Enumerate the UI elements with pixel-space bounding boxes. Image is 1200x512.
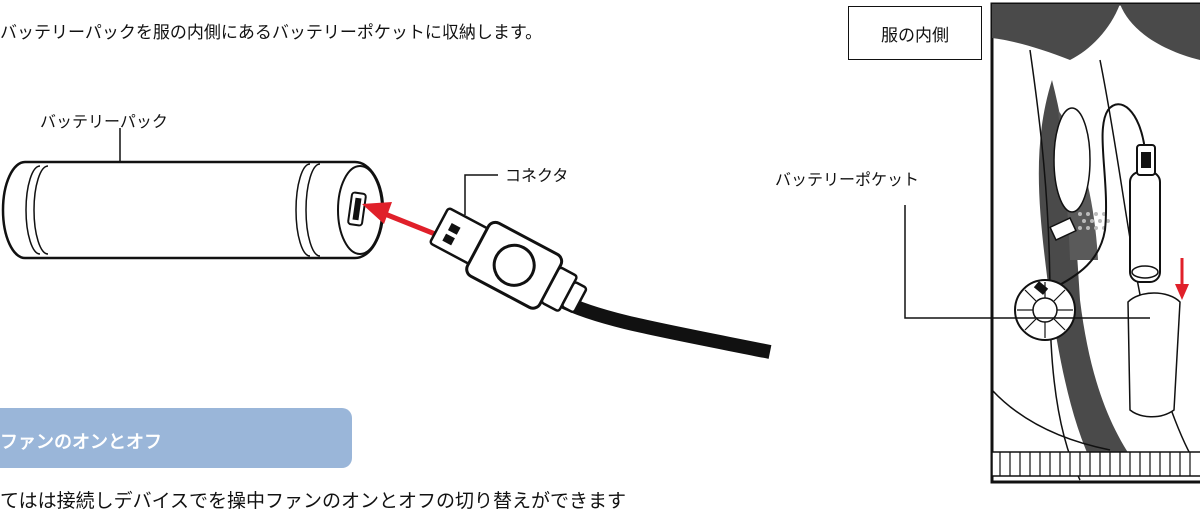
inside-garment-label-box: 服の内側 xyxy=(848,6,982,60)
section-header-background xyxy=(0,408,352,468)
battery-pocket-label: バッテリーポケット xyxy=(775,170,920,189)
section-body-text: てはは接続しデバイスでを操中ファンのオンとオフの切り替えができます xyxy=(0,490,627,512)
battery-pack-illustration xyxy=(1,128,772,359)
section-title: ファンのオンとオフ xyxy=(0,432,162,453)
garment-inside-illustration xyxy=(904,2,1200,484)
connector-label: コネクタ xyxy=(505,166,569,185)
battery-pack-label: バッテリーパック xyxy=(40,112,168,131)
inside-garment-label: 服の内側 xyxy=(881,25,949,46)
instruction-text: バッテリーパックを服の内側にあるバッテリーポケットに収納します。 xyxy=(0,23,543,43)
